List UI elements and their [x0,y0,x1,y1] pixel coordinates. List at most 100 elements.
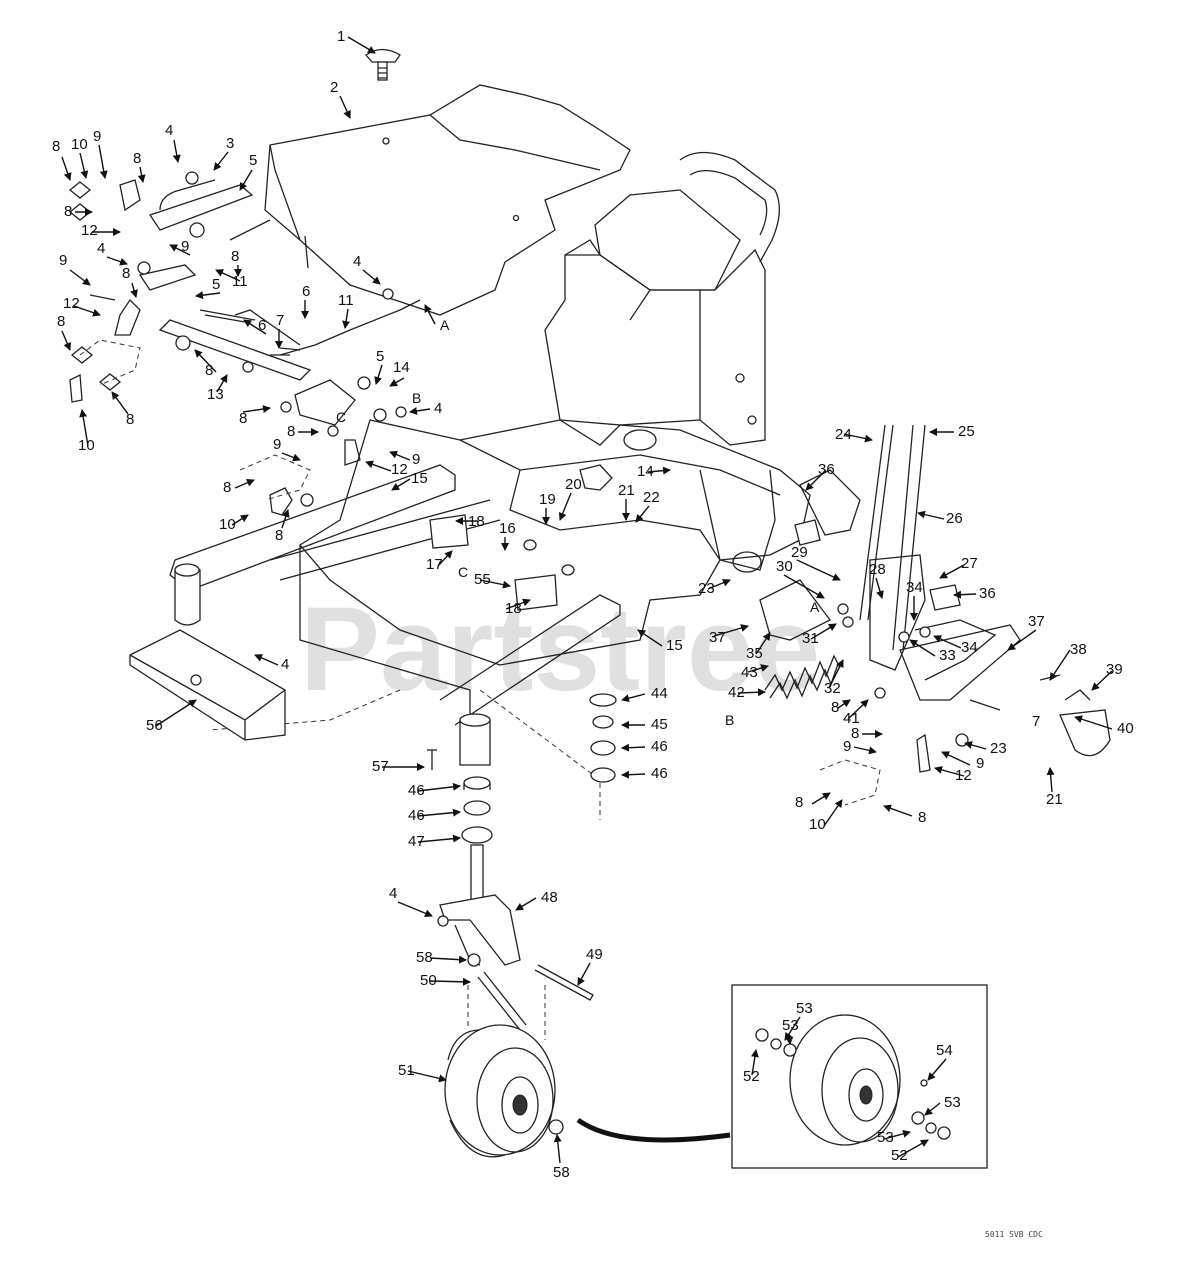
callout-40: 40 [1117,720,1134,737]
callout-29: 29 [791,544,808,561]
callout-12: 12 [955,767,972,784]
arrow-icon [437,550,453,567]
arrow-icon [365,460,392,472]
callout-42: 42 [728,684,745,701]
arrow-icon [897,1139,929,1158]
arrow-icon [79,152,89,179]
callout-56: 56 [146,717,163,734]
arrow-icon [747,664,769,673]
callout-12: 12 [63,295,80,312]
main-frame [169,419,811,820]
arrow-icon [389,377,405,387]
callout-5: 5 [212,276,220,293]
arrow-icon [823,799,843,827]
arrow-icon [169,244,191,256]
callout-4: 4 [97,240,105,257]
callout-4: 4 [434,400,442,417]
callout-46: 46 [651,738,668,755]
callout-48: 48 [541,889,558,906]
callout-12: 12 [81,222,98,239]
callout-arrows [61,36,1113,1164]
arrow-icon [828,659,844,689]
callout-8: 8 [239,410,247,427]
callout-9: 9 [181,238,189,255]
arrow-icon [784,1016,801,1041]
callout-28: 28 [869,561,886,578]
callout-16: 16 [499,520,516,537]
arrow-icon [750,1049,759,1076]
arrow-icon [843,433,873,443]
arrow-icon [429,977,471,986]
knob-part [365,48,401,81]
arrow-icon [106,256,128,266]
arrow-icon [853,746,877,755]
callout-35: 35 [746,645,763,662]
callout-15: 15 [666,637,683,654]
arrow-icon [1049,649,1071,681]
arrow-icon [713,624,749,637]
weight-plate [129,629,286,741]
callout-38: 38 [1070,641,1087,658]
callout-21: 21 [1046,791,1063,808]
callout-52: 52 [743,1068,760,1085]
callout-25: 25 [958,423,975,440]
callout-8: 8 [795,794,803,811]
callout-9: 9 [843,738,851,755]
arrow-icon [429,955,467,964]
arrow-icon [242,405,271,413]
arrow-icon [234,479,255,489]
parts-line-art [68,48,1111,1169]
arrow-icon [1074,715,1113,730]
callout-5: 5 [249,152,257,169]
callout-8: 8 [851,725,859,742]
callout-53: 53 [877,1129,894,1146]
arrow-icon [927,1058,947,1081]
arrow-icon [1091,670,1113,691]
callout-51: 51 [398,1062,415,1079]
callout-36: 36 [818,461,835,478]
callout-6: 6 [258,317,266,334]
arrow-icon [737,688,766,697]
arrow-icon [417,808,461,817]
arrow-icon [342,308,351,329]
arrow-icon [707,578,731,590]
callout-15: 15 [411,470,428,487]
arrow-icon [215,269,241,282]
callout-27: 27 [961,555,978,572]
arrow-icon [391,478,411,491]
arrow-icon [847,699,869,720]
callout-34: 34 [961,639,978,656]
ref-letter-c: C [458,564,468,580]
callout-23: 23 [698,580,715,597]
callout-50: 50 [420,972,437,989]
callout-9: 9 [273,436,281,453]
arrow-icon [941,751,971,766]
callout-53: 53 [782,1017,799,1034]
callout-39: 39 [1106,661,1123,678]
arrow-icon [155,699,197,727]
arrow-icon [409,407,431,415]
arrow-icon [553,1134,562,1164]
callout-18: 18 [505,600,522,617]
callout-44: 44 [651,685,668,702]
callout-8: 8 [64,203,72,220]
lift-levers [114,179,421,466]
arrow-icon [130,282,138,298]
ref-letter-a: A [440,317,450,333]
arrow-icon [231,514,249,526]
arrow-icon [939,564,965,579]
caster-yoke [437,894,594,1040]
arrow-icon [883,1129,911,1140]
inset-pointer [576,1117,731,1143]
callout-58: 58 [416,949,433,966]
ref-letter-a: A [810,599,820,615]
callout-57: 57 [372,758,389,775]
callout-10: 10 [78,437,95,454]
arrow-icon [964,741,987,750]
callout-33: 33 [939,647,956,664]
callout-14: 14 [393,359,410,376]
arrow-icon [79,409,89,447]
callout-46: 46 [408,807,425,824]
callout-8: 8 [52,138,60,155]
callout-13: 13 [207,386,224,403]
